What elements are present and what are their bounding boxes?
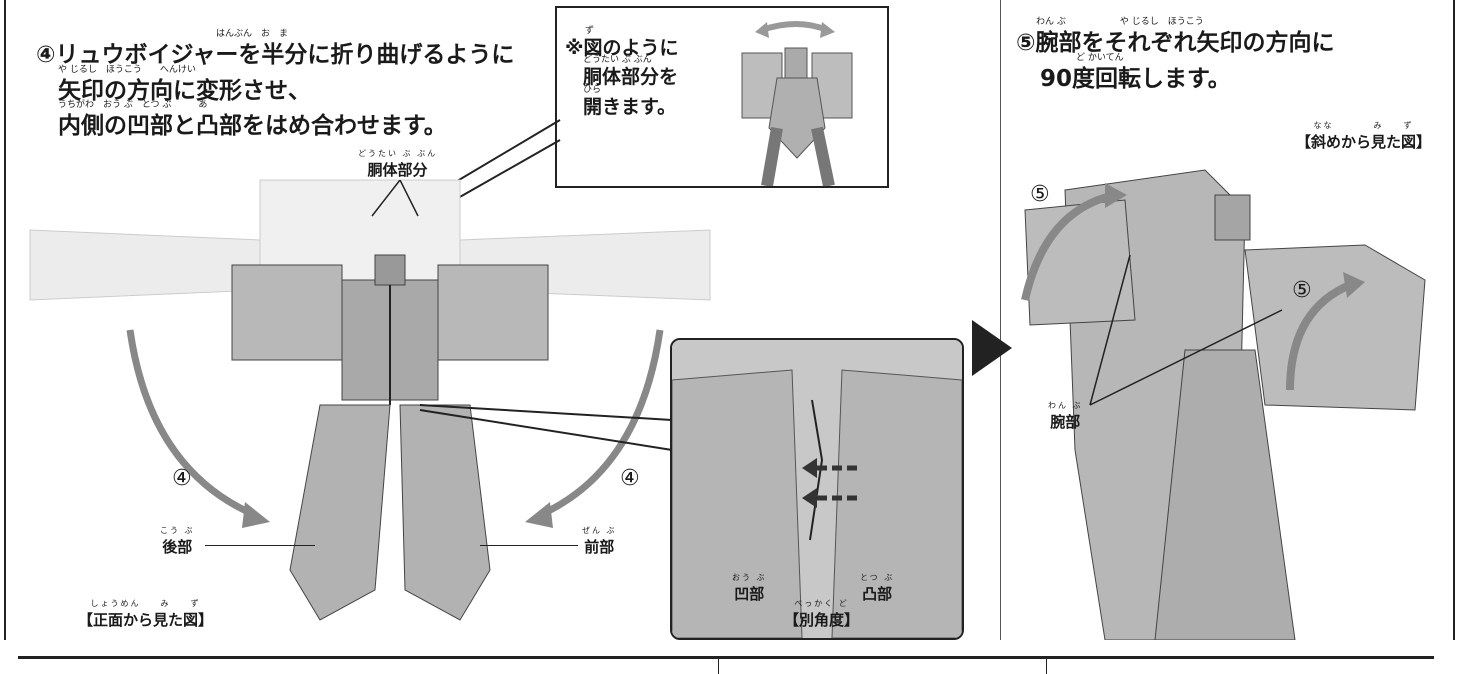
step4-furigana-2: や じるし ほうこう へんけい [58,64,196,75]
bottom-tick-2 [1046,659,1047,674]
note-line-1: ※図のように [565,37,679,59]
concave-label: おう ぶ 凹部 [732,572,767,604]
note-furigana-1: ず [585,26,595,36]
alt-angle-illustration [672,340,962,638]
step5-instruction: わん ぶ や じるし ほうこう ⑤腕部をそれぞれ矢印の方向に ど かいてん 90度回… [1016,17,1335,97]
arm-text: 腕部 [1050,413,1081,431]
robot-diagonal-illustration [1021,169,1426,640]
arm-furigana: わん ぶ [1048,401,1083,410]
front-text: 前部 [584,538,615,556]
next-step-arrow [972,320,1012,376]
alt-angle-furigana: べっかく ど [794,599,849,608]
rear-leader [205,545,315,546]
front-view-caption: しょうめん み ず 【正面から見た図】 [78,598,213,630]
torso-pointer [371,180,419,217]
bottom-tick-1 [718,659,719,674]
left-border [4,0,6,640]
step5-line-1: ⑤腕部をそれぞれ矢印の方向に [1016,30,1335,56]
arm-label: わん ぶ 腕部 [1048,400,1083,432]
alt-angle-caption: べっかく ど 【別角度】 [784,598,859,630]
alt-angle-text: 【別角度】 [784,611,860,629]
step5-line-2: 90度回転します。 [1040,65,1231,92]
note-line-2: 胴体部分を [583,66,679,89]
torso-text: 胴体部分 [367,161,428,179]
bottom-rule [18,656,1434,659]
panel-divider [1000,0,1001,640]
step4-line-3: 内側の凹部と凸部をはめ合わせます。 [58,113,447,140]
torso-furigana: どうたい ぶ ぶん [358,149,438,158]
robot-front-illustration [29,179,711,621]
step4-furigana-3: うちがわ おう ぶ とつ ぶ あ [58,100,208,111]
note-furigana-3: ひら [583,84,602,95]
note-text: ず※図のように どうたい ぶ ぶん胴体部分を ひら開きます。 [565,26,679,122]
front-leader [480,545,578,546]
convex-furigana: とつ ぶ [860,573,895,582]
arm-pointer [1089,254,1283,406]
alt-angle-pointer [419,404,673,451]
convex-label: とつ ぶ 凸部 [860,572,894,604]
right-border [1453,0,1455,640]
front-furigana: ぜん ぶ [582,526,617,535]
opened-torso-illustration [741,21,853,186]
step5-marker-a: ⑤ [1030,182,1050,207]
note-line-3: 開きます。 [583,95,677,118]
step4-furigana-1: はんぶん お ま [216,29,289,39]
concave-text: 凹部 [734,585,765,603]
front-view-furigana: しょうめん み ず [90,599,201,608]
step4-marker-right: ④ [620,466,640,491]
note-inset: ず※図のように どうたい ぶ ぶん胴体部分を ひら開きます。 [555,6,889,188]
diag-view-furigana: なな み ず [1313,121,1414,130]
rear-label: こう ぶ 後部 [160,525,195,557]
step4-line-2: 矢印の方向に変形させ、 [58,77,311,104]
step5-furigana-1: わん ぶ や じるし ほうこう [1036,17,1204,27]
front-view-text: 【正面から見た図】 [78,611,214,629]
concave-furigana: おう ぶ [732,573,767,582]
diag-view-caption: なな み ず 【斜めから見た図】 [1296,120,1431,152]
step5-marker-b: ⑤ [1292,278,1312,303]
step5-furigana-2: ど かいてん [1076,52,1124,63]
convex-text: 凸部 [862,585,893,603]
note-furigana-2: どうたい ぶ ぶん [583,55,652,66]
rear-furigana: こう ぶ [160,526,195,535]
step4-instruction: はんぶん お ま ④リュウボイジャーを半分に折り曲げるように や じるし ほうこう… [36,29,515,145]
step4-marker-left: ④ [172,466,192,491]
torso-label: どうたい ぶ ぶん 胴体部分 [358,148,437,180]
step4-line-1: ④リュウボイジャーを半分に折り曲げるように [36,42,515,68]
alt-angle-inset: おう ぶ 凹部 とつ ぶ 凸部 べっかく ど 【別角度】 [670,338,964,640]
front-label: ぜん ぶ 前部 [582,525,617,557]
diag-view-text: 【斜めから見た図】 [1296,133,1432,151]
rear-text: 後部 [162,538,193,556]
